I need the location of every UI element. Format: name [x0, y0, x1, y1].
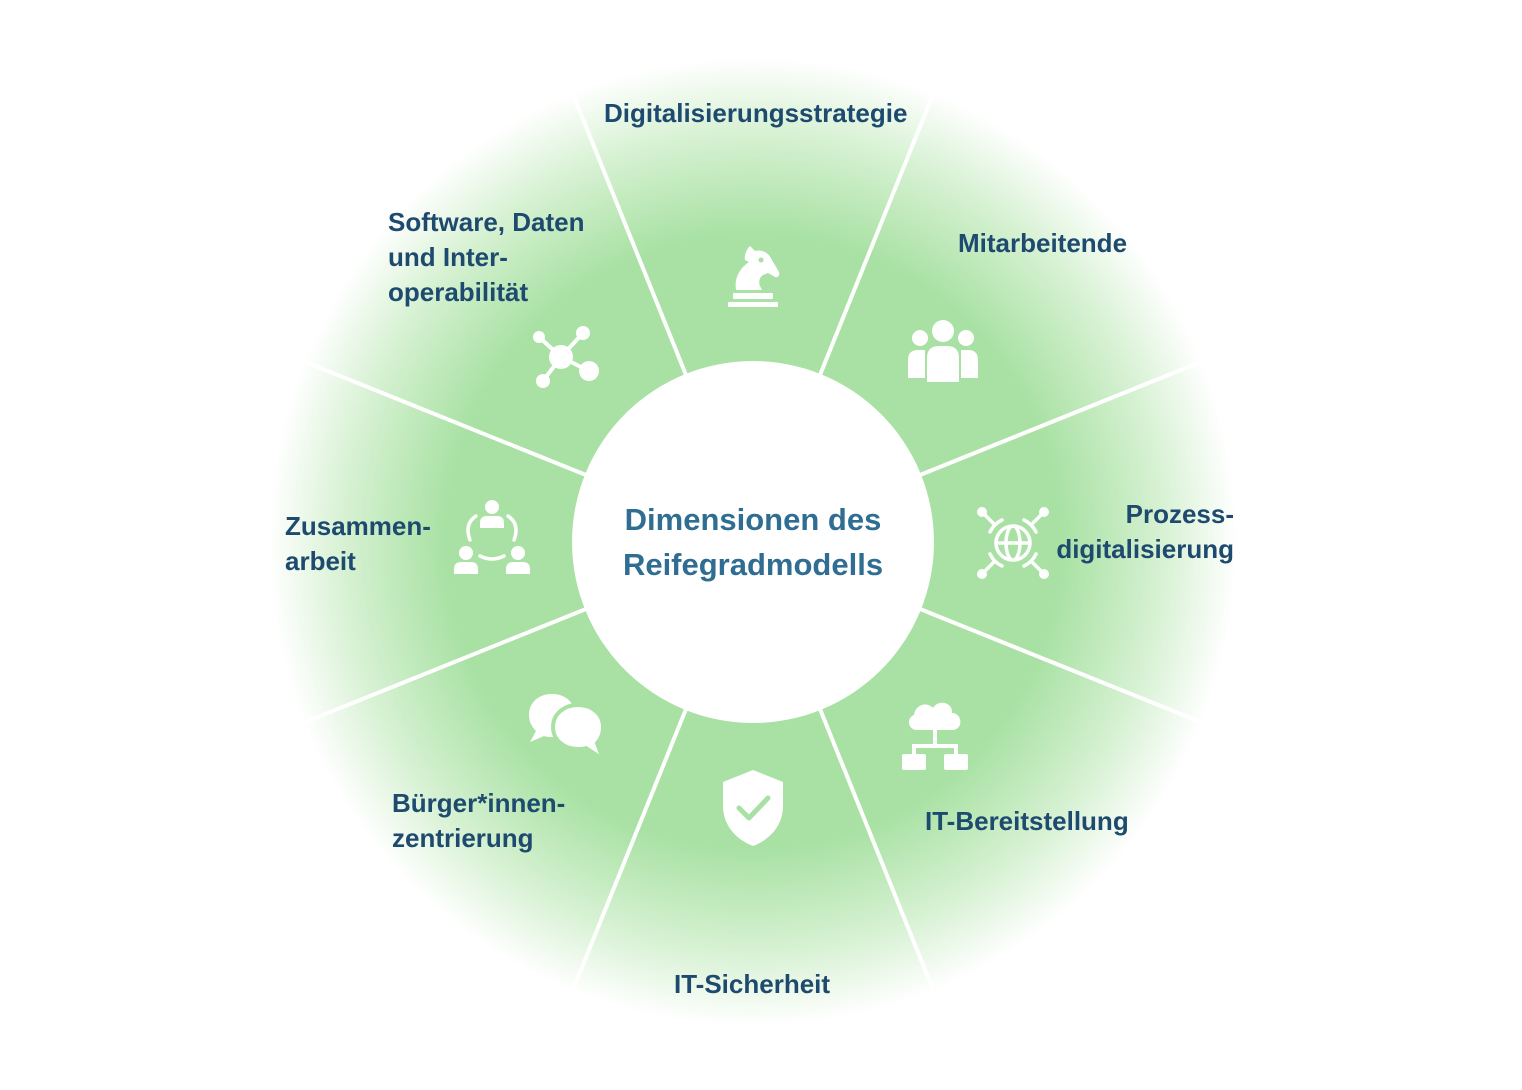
label-software-daten-interoperabilitaet: Software, Daten und Inter- operabilität	[388, 207, 585, 307]
separator-line	[818, 80, 940, 377]
people-group-icon	[908, 320, 978, 382]
segment-separators	[291, 80, 1215, 1004]
separator-line	[818, 707, 940, 1004]
label-digitalisierungsstrategie: Digitalisierungsstrategie	[604, 98, 908, 128]
center-title: Dimensionen des Reifegradmodells	[622, 502, 884, 582]
separator-line	[918, 607, 1215, 729]
label-zusammenarbeit: Zusammen- arbeit	[285, 511, 431, 576]
label-mitarbeitende: Mitarbeitende	[958, 228, 1128, 258]
separator-line	[291, 355, 588, 477]
separator-line	[291, 607, 588, 729]
chess-knight-icon	[728, 246, 780, 307]
label-it-bereitstellung: IT-Bereitstellung	[925, 806, 1129, 836]
globe-network-icon	[977, 507, 1049, 579]
label-it-sicherheit: IT-Sicherheit	[674, 969, 831, 999]
collaboration-icon	[454, 500, 530, 574]
cloud-network-icon	[902, 702, 968, 770]
chat-bubbles-icon	[529, 694, 606, 762]
shield-check-icon	[723, 770, 783, 846]
label-prozessdigitalisierung: Prozess- digitalisierung	[1056, 499, 1234, 564]
separator-line	[566, 80, 688, 377]
label-buergerinnenzentrierung: Bürger*innen- zentrierung	[392, 788, 566, 853]
separator-line	[918, 355, 1215, 477]
separator-line	[566, 707, 688, 1004]
molecule-nodes-icon	[533, 326, 599, 388]
center-circle	[572, 361, 934, 723]
